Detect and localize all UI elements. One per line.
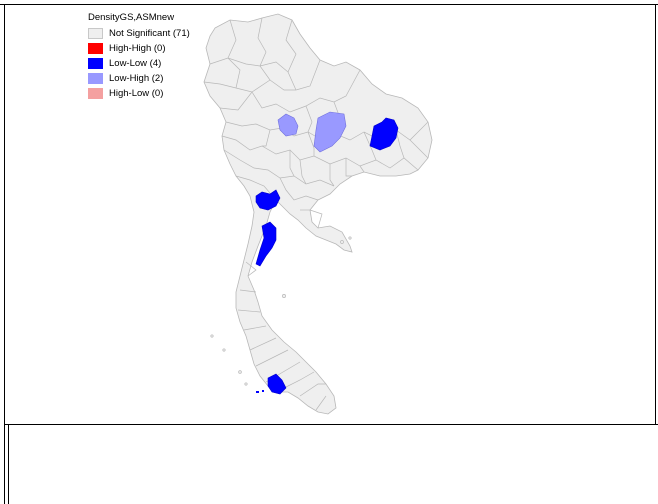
legend-label-low-high: Low-High (2) <box>109 73 164 84</box>
frame-left-border <box>4 4 5 504</box>
legend-item-high-low: High-Low (0) <box>88 86 190 101</box>
low-low-province-deep-south <box>267 373 287 395</box>
legend-swatch-low-high <box>88 73 103 84</box>
legend-label-not-significant: Not Significant (71) <box>109 28 190 39</box>
low-low-province-west <box>255 189 281 211</box>
low-low-islands <box>256 390 264 393</box>
low-high-province-1 <box>277 113 299 137</box>
legend-swatch-low-low <box>88 58 103 69</box>
frame-right-border <box>655 4 656 424</box>
low-low-province-south-west <box>255 221 277 267</box>
low-high-province-2 <box>313 111 347 153</box>
islands <box>210 236 352 386</box>
legend-item-low-low: Low-Low (4) <box>88 56 190 71</box>
frame-top-border <box>0 4 658 5</box>
legend-label-low-low: Low-Low (4) <box>109 58 162 69</box>
legend-item-low-high: Low-High (2) <box>88 71 190 86</box>
legend-swatch-not-significant <box>88 28 103 39</box>
low-low-province-northeast <box>369 117 399 151</box>
legend-title: DensityGS,ASMnew <box>88 12 175 23</box>
legend-swatch-high-low <box>88 88 103 99</box>
frame-lower-left-border <box>8 424 9 504</box>
frame-bottom-separator <box>4 424 658 425</box>
legend-item-high-high: High-High (0) <box>88 41 190 56</box>
map-legend: DensityGS,ASMnew Not Significant (71) Hi… <box>88 11 190 101</box>
thailand-land <box>203 13 433 415</box>
legend-label-high-low: High-Low (0) <box>109 88 164 99</box>
legend-label-high-high: High-High (0) <box>109 43 166 54</box>
legend-swatch-high-high <box>88 43 103 54</box>
legend-item-not-significant: Not Significant (71) <box>88 26 190 41</box>
